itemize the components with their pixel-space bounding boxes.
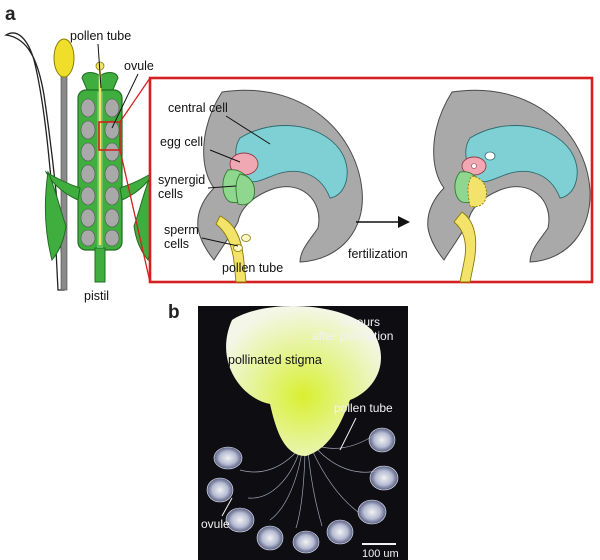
label-ovule-photo: ovule [201, 517, 230, 531]
label-fertilization: fertilization [348, 247, 408, 261]
label-pollen-tube-pistil: pollen tube [70, 29, 131, 43]
label-pollen-tube-photo: pollen tube [334, 401, 393, 415]
micrograph-pollen-tubes [239, 433, 381, 529]
label-sperm-line2: cells [164, 237, 189, 251]
label-time-line2: after pollination [312, 329, 393, 343]
label-central-cell: central cell [168, 101, 228, 115]
micrograph-stigma [226, 306, 381, 456]
label-synergid-line2: cells [158, 187, 183, 201]
label-pistil: pistil [84, 289, 109, 303]
pistil-body [44, 68, 156, 283]
leader-egg-cell [209, 149, 241, 163]
leader-central-cell [225, 115, 271, 145]
leader-ovule-photo [221, 497, 233, 517]
label-scale-bar: 100 um [362, 548, 399, 560]
leader-pollen-tube-pistil [97, 43, 102, 89]
label-synergid-line1: synergid [158, 173, 205, 187]
ovule-before [197, 89, 363, 283]
leader-synergid [207, 185, 237, 189]
fertilization-arrow [356, 216, 410, 228]
panel-b-letter: b [168, 302, 180, 323]
panel-a-letter: a [5, 4, 16, 25]
label-ovule-pistil: ovule [124, 59, 154, 73]
zoom-connector-bottom [119, 149, 151, 283]
leader-ovule-pistil [111, 73, 139, 129]
ovule-after [427, 89, 591, 283]
label-time-line1: 5 hours [340, 315, 380, 329]
label-sperm-line1: sperm [164, 223, 199, 237]
leader-sperm [201, 237, 239, 247]
pistil-ovules [80, 98, 120, 247]
label-pollen-tube-inset: pollen tube [222, 261, 283, 275]
zoom-connector-top [119, 77, 151, 123]
leader-pollen-tube-photo [339, 417, 357, 451]
label-egg-cell: egg cell [160, 135, 203, 149]
label-pollinated-stigma: pollinated stigma [228, 353, 322, 367]
micrograph-ovules [206, 427, 399, 554]
